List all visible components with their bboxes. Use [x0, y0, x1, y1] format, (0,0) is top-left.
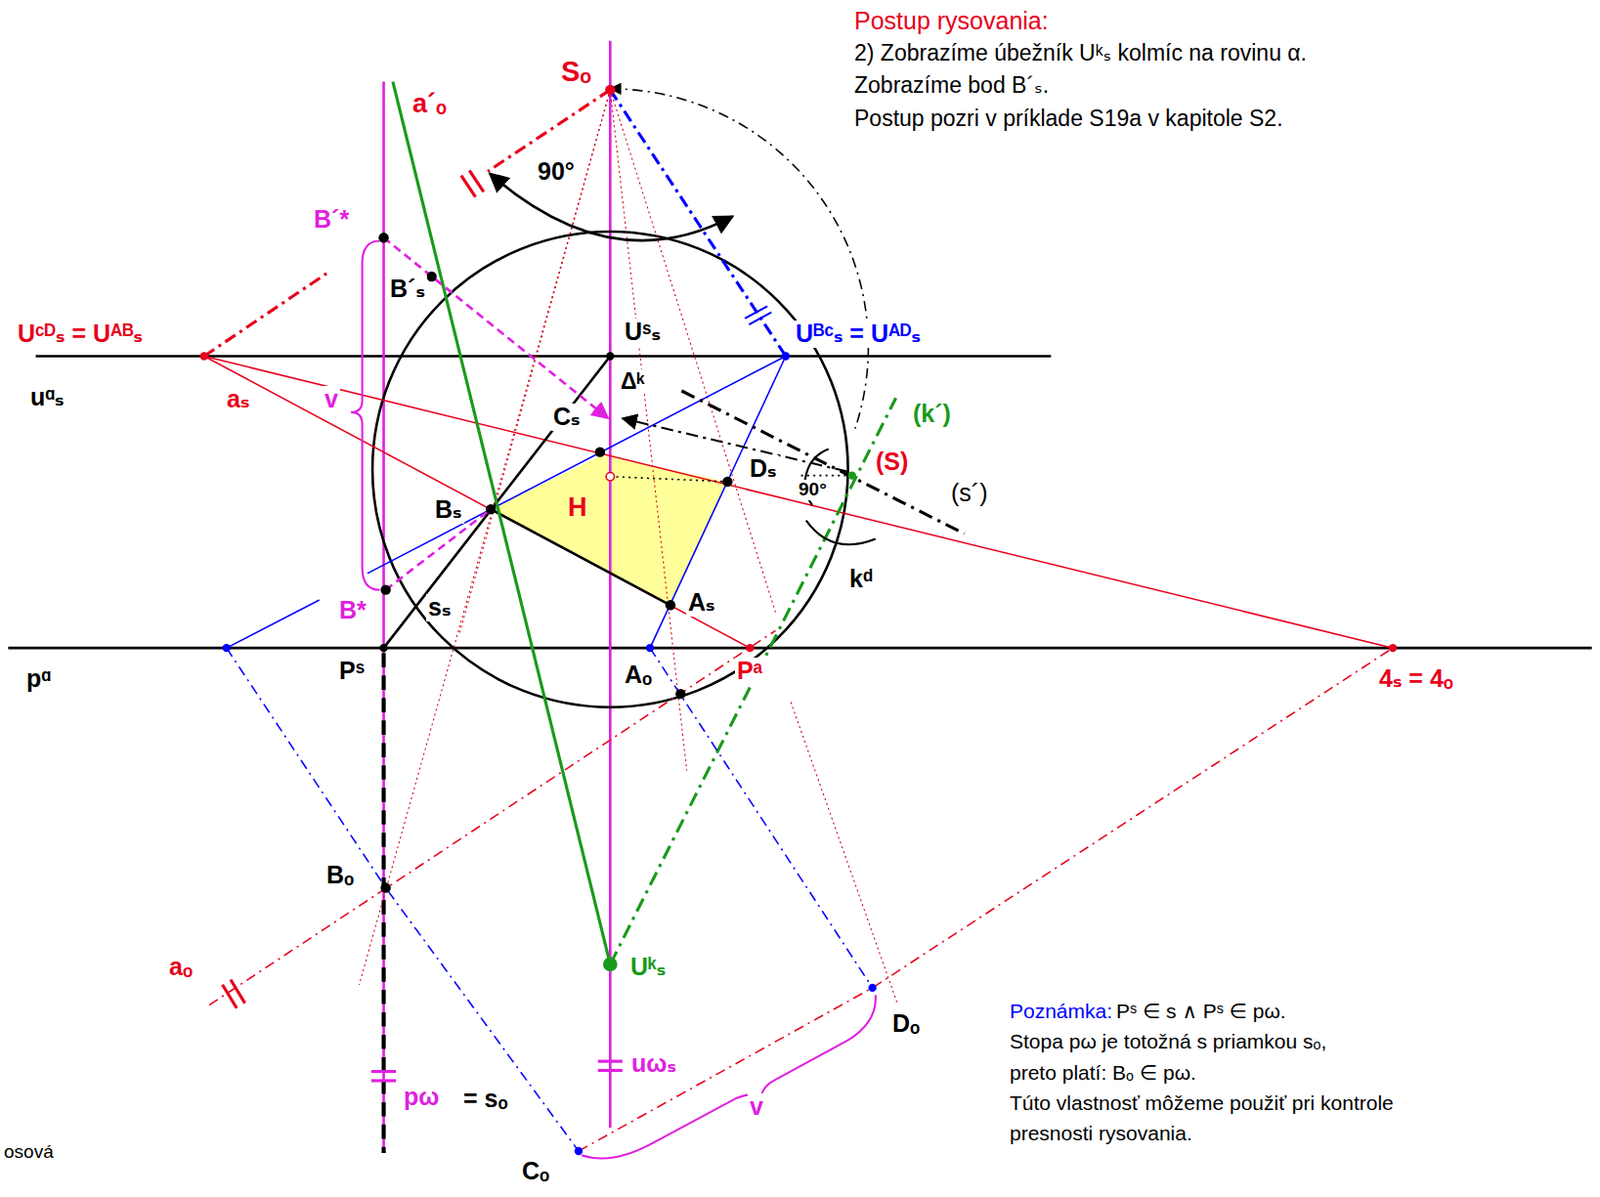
label: presnosti rysovania. — [1007, 1122, 1195, 1145]
label: H — [565, 493, 590, 523]
label: pᵅ — [24, 665, 53, 693]
line-s-rot — [681, 390, 964, 534]
label: Cₒ — [519, 1158, 552, 1186]
label: v — [322, 386, 341, 414]
line-a — [204, 355, 751, 649]
label: Dₛ — [747, 455, 779, 483]
parallel-b — [609, 89, 786, 357]
label: Uˢₛ — [622, 318, 663, 346]
label: Δᵏ — [618, 369, 648, 394]
angle-arc — [806, 520, 876, 546]
rotation-line — [622, 418, 848, 472]
dotted-line — [609, 476, 728, 482]
line-k — [609, 397, 896, 965]
label: Postup pozri v príklade S19a v kapitole … — [852, 106, 1286, 131]
label: uᵅₛ — [28, 384, 67, 412]
parallel-mark — [371, 1061, 623, 1082]
label: kᵈ — [847, 565, 875, 594]
perpendicular-line — [392, 82, 610, 965]
label: aₒ — [167, 953, 195, 982]
label: Uᵏₛ — [628, 953, 668, 982]
label: B* — [337, 597, 369, 625]
points — [200, 85, 1398, 1157]
line-b-rotated — [226, 648, 579, 1152]
label: 90° — [796, 479, 829, 501]
label: Bₛ — [432, 496, 465, 524]
rotation-arc — [609, 88, 868, 430]
label: Cₛ — [551, 403, 583, 432]
label: B´ₛ — [388, 275, 428, 303]
label: (s´) — [949, 479, 990, 508]
label: 2) Zobrazíme úbežník Uᵏₛ kolmíc na rovin… — [852, 41, 1309, 66]
label: Zobrazíme bod B´ₛ. — [852, 73, 1051, 98]
angle-arrow — [489, 173, 733, 242]
label: pω — [401, 1083, 441, 1112]
label: (S) — [873, 448, 910, 476]
label: Aₛ — [686, 589, 718, 617]
label: Aₒ — [622, 661, 654, 690]
horizon-line — [36, 354, 1052, 358]
label: Sₒ — [559, 56, 594, 88]
label: Túto vlastnosť môžeme použiť pri kontrol… — [1007, 1091, 1396, 1115]
label: 90° — [535, 158, 577, 186]
line-b-part — [226, 600, 320, 649]
brace — [350, 240, 380, 590]
line-d-rotated — [649, 648, 873, 989]
dotted-line — [801, 475, 851, 477]
label: Stopa pω je totožná s priamkou sₒ, — [1007, 1030, 1329, 1053]
label: Dₒ — [890, 1010, 922, 1038]
parallel-mark — [222, 980, 246, 1009]
label: Poznámka: — [1007, 999, 1115, 1023]
label: sₛ — [426, 594, 453, 622]
label: Uᶜᴰₛ = Uᴬᴮₛ — [15, 320, 145, 348]
label: a´ₒ — [410, 89, 449, 120]
label: Pᵃ — [735, 657, 765, 686]
label: Postup rysovania: — [852, 7, 1051, 36]
projection-rays — [358, 89, 898, 1006]
label: Pˢ ∈ s ∧ Pˢ ∈ pω. — [1114, 999, 1289, 1023]
label: 4ₛ = 4ₒ — [1377, 665, 1456, 693]
label: Pˢ — [337, 657, 367, 686]
trace-line — [7, 647, 1592, 650]
label: preto platí: Bₒ ∈ pω. — [1007, 1061, 1199, 1084]
label: = sₒ — [461, 1085, 511, 1114]
line-b — [367, 355, 786, 573]
label: v — [747, 1093, 766, 1122]
label: Bₒ — [324, 862, 356, 890]
parallel-a — [204, 273, 327, 357]
label: uωₛ — [629, 1050, 679, 1079]
label: osová — [1, 1142, 56, 1164]
label: B´* — [311, 206, 351, 234]
line-c — [204, 355, 1393, 649]
transfer-line — [384, 237, 609, 419]
line-c-rotated — [578, 648, 1393, 1152]
label: aₛ — [224, 386, 252, 414]
line-d — [649, 355, 786, 649]
label: (k´) — [910, 400, 953, 429]
line-a-rotated — [209, 630, 776, 1005]
dashed-trace — [381, 652, 386, 1154]
parallel-mark — [461, 170, 484, 197]
brace — [581, 994, 876, 1159]
parallel-mark — [744, 305, 772, 325]
label: Uᴮᶜₛ = Uᴬᴰₛ — [793, 320, 923, 348]
